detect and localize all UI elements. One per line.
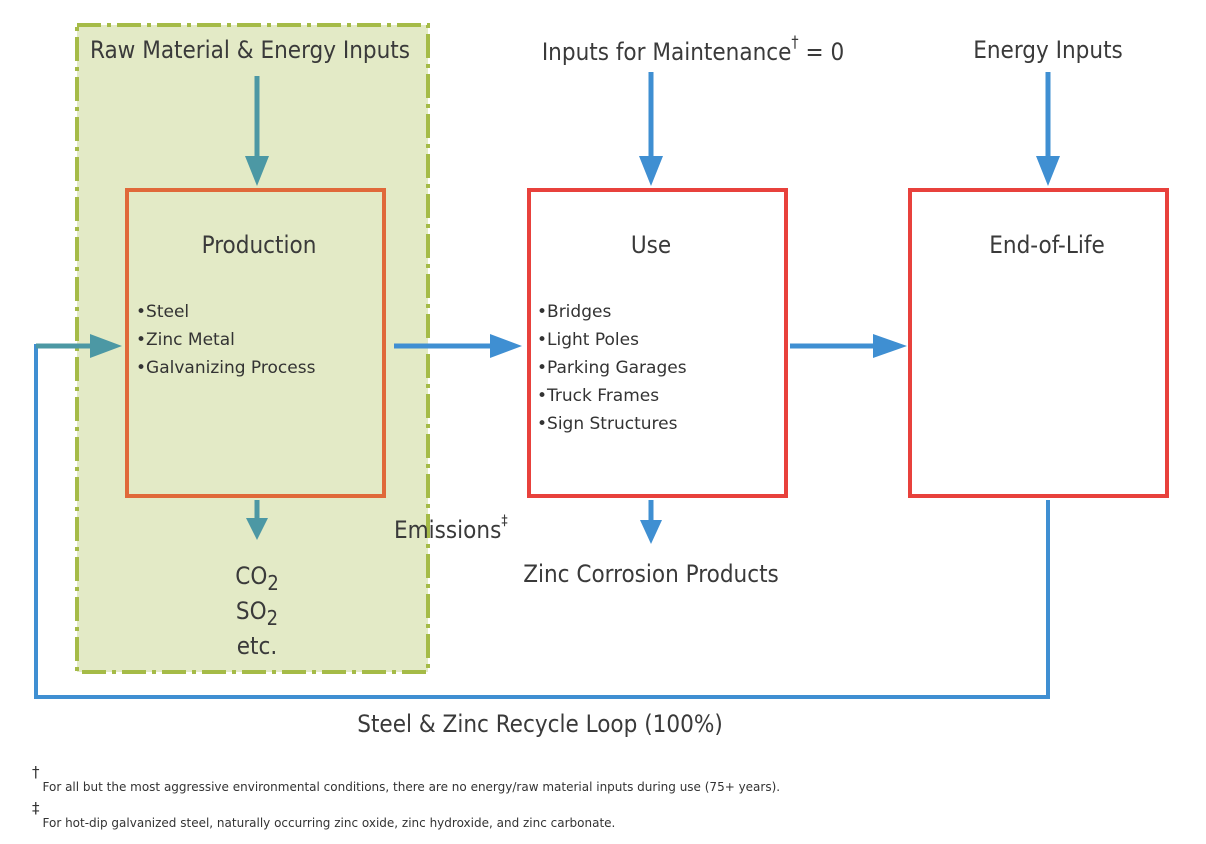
use-item: Light Poles bbox=[537, 326, 687, 354]
production-title: Production bbox=[201, 231, 317, 259]
recycle-loop-label: Steel & Zinc Recycle Loop (100%) bbox=[357, 710, 723, 738]
so2-label: SO2 bbox=[235, 597, 279, 630]
emissions-arrow bbox=[246, 500, 268, 540]
production-item: Zinc Metal bbox=[136, 326, 315, 354]
maintenance-footnote-mark: † bbox=[791, 32, 799, 51]
production-item: Steel bbox=[136, 298, 315, 326]
emissions-footnote-mark: ‡ bbox=[501, 513, 508, 529]
footnote-mark: ‡ bbox=[32, 799, 40, 817]
footnote-emissions: ‡For hot-dip galvanized steel, naturally… bbox=[32, 799, 616, 830]
maintenance-input-text: Inputs for Maintenance bbox=[541, 38, 792, 66]
emissions-label: Emissions‡ bbox=[394, 514, 508, 544]
raw-material-input-label: Raw Material & Energy Inputs bbox=[89, 36, 411, 64]
use-title: Use bbox=[630, 231, 672, 259]
use-item-list: Bridges Light Poles Parking Garages Truc… bbox=[537, 298, 687, 438]
footnote-text: For all but the most aggressive environm… bbox=[42, 780, 781, 794]
use-item: Truck Frames bbox=[537, 382, 687, 410]
end-of-life-title: End-of-Life bbox=[989, 231, 1105, 259]
raw-material-arrow bbox=[245, 76, 269, 186]
use-to-end-of-life-arrow bbox=[790, 334, 907, 358]
footnote-maintenance: †For all but the most aggressive environ… bbox=[32, 763, 781, 794]
production-item: Galvanizing Process bbox=[136, 354, 315, 382]
energy-input-arrow bbox=[1036, 72, 1060, 186]
recycle-loop-line bbox=[34, 334, 1050, 699]
energy-input-label: Energy Inputs bbox=[973, 36, 1123, 64]
production-to-use-arrow bbox=[394, 334, 522, 358]
emissions-substances: CO2 SO2 etc. bbox=[235, 562, 279, 660]
production-item-list: Steel Zinc Metal Galvanizing Process bbox=[136, 298, 315, 382]
zinc-corrosion-arrow bbox=[640, 500, 662, 544]
maintenance-input-value: = 0 bbox=[805, 38, 845, 66]
end-of-life-box bbox=[908, 188, 1169, 498]
use-item: Parking Garages bbox=[537, 354, 687, 382]
etc-label: etc. bbox=[236, 632, 278, 660]
footnote-text: For hot-dip galvanized steel, naturally … bbox=[42, 816, 616, 830]
maintenance-input-label: Inputs for Maintenance† = 0 bbox=[541, 34, 845, 66]
use-item: Sign Structures bbox=[537, 410, 687, 438]
production-box bbox=[125, 188, 386, 498]
emissions-text: Emissions bbox=[394, 516, 502, 544]
footnote-mark: † bbox=[32, 763, 40, 781]
co2-label: CO2 bbox=[235, 562, 279, 595]
zinc-corrosion-label: Zinc Corrosion Products bbox=[523, 560, 779, 588]
maintenance-input-arrow bbox=[639, 72, 663, 186]
use-item: Bridges bbox=[537, 298, 687, 326]
